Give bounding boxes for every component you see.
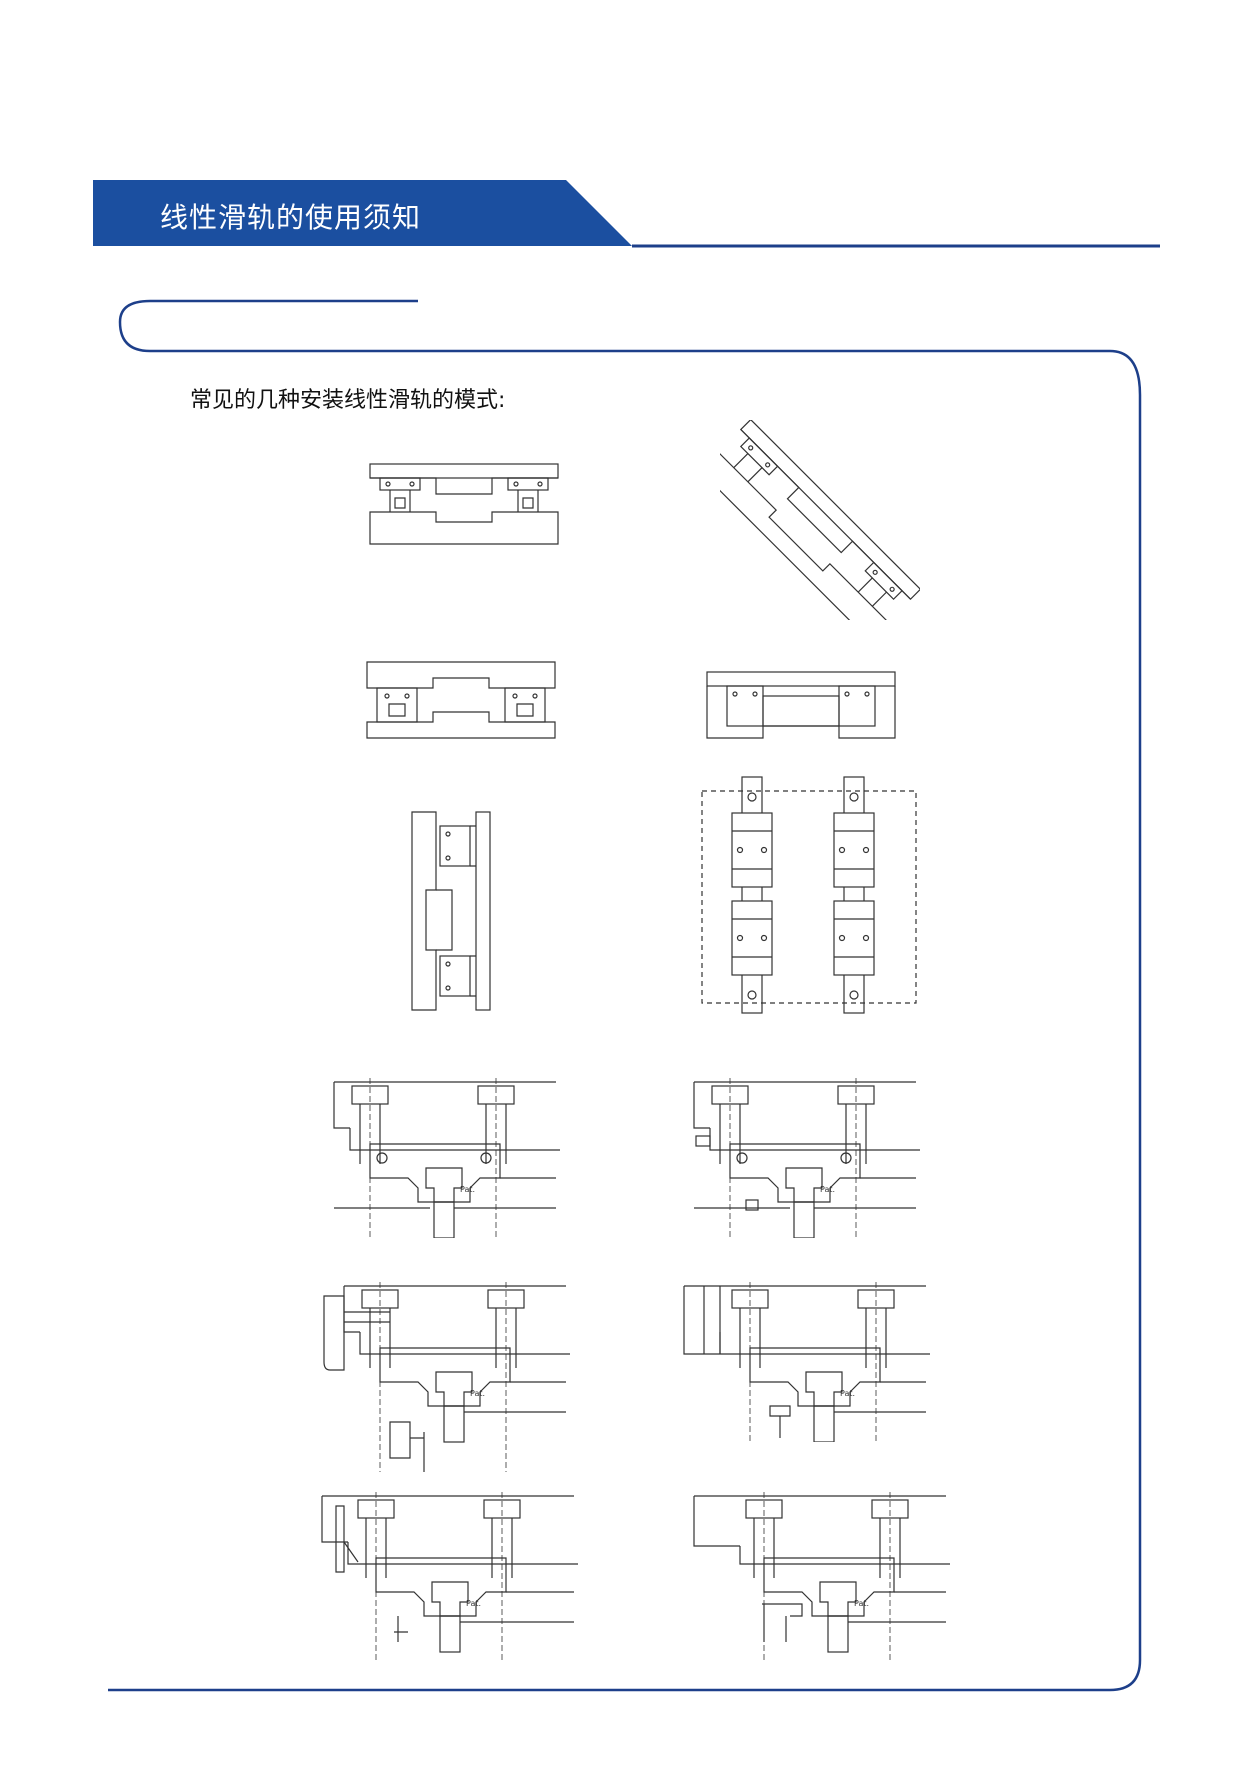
header-band xyxy=(93,180,1160,248)
mount-inclined xyxy=(720,420,920,620)
mount-horizontal-facing xyxy=(368,462,560,546)
fixing-method-5: Pat. xyxy=(318,1492,578,1662)
fixing-method-1: Pat. xyxy=(330,1078,560,1238)
mount-vertical-wall xyxy=(410,810,492,1012)
svg-text:Pat.: Pat. xyxy=(854,1599,869,1608)
svg-text:Pat.: Pat. xyxy=(460,1185,475,1194)
fixing-method-4: Pat. xyxy=(680,1282,930,1442)
page-title: 线性滑轨的使用须知 xyxy=(160,201,422,234)
svg-text:Pat.: Pat. xyxy=(470,1389,485,1398)
mount-inverted xyxy=(705,670,897,740)
svg-text:Pat.: Pat. xyxy=(840,1389,855,1398)
fixing-method-3: Pat. xyxy=(320,1282,570,1472)
mount-top-view-dual-rail xyxy=(700,775,920,1015)
fixing-method-6: Pat. xyxy=(690,1492,950,1662)
intro-text: 常见的几种安装线性滑轨的模式: xyxy=(190,388,506,413)
svg-text:Pat.: Pat. xyxy=(820,1185,835,1194)
svg-text:Pat.: Pat. xyxy=(466,1599,481,1608)
mount-horizontal-opposed xyxy=(365,660,557,740)
fixing-method-2: Pat. xyxy=(690,1078,920,1238)
